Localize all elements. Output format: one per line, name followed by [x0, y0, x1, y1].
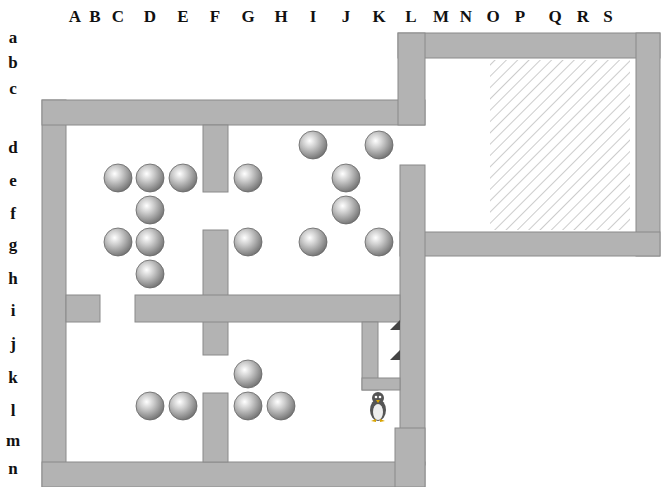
column-label: J	[342, 8, 351, 25]
wall	[400, 232, 660, 256]
wall	[203, 230, 228, 355]
row-label: n	[8, 460, 17, 477]
column-label: L	[405, 8, 416, 25]
boulder	[136, 164, 164, 192]
column-label: S	[603, 8, 612, 25]
row-label: i	[11, 302, 16, 319]
row-label: f	[10, 205, 16, 222]
penguin-belly	[373, 404, 383, 420]
wall	[135, 295, 400, 322]
goal-area	[490, 60, 630, 230]
boulder	[104, 228, 132, 256]
boulder	[136, 260, 164, 288]
column-label: G	[241, 8, 254, 25]
row-label: c	[9, 80, 17, 97]
row-label: d	[8, 139, 17, 156]
one-way-arrow	[390, 350, 400, 360]
boulder	[299, 228, 327, 256]
penguin-eye	[379, 396, 382, 399]
boulder	[104, 164, 132, 192]
boulder	[169, 392, 197, 420]
wall	[42, 100, 425, 125]
column-label: I	[310, 8, 317, 25]
wall	[398, 33, 425, 125]
boulder	[267, 392, 295, 420]
row-label: a	[9, 29, 18, 46]
column-label: R	[577, 8, 589, 25]
row-label: l	[11, 402, 16, 419]
column-label: C	[112, 8, 124, 25]
wall	[362, 378, 400, 390]
boulder	[136, 228, 164, 256]
boulder	[234, 392, 262, 420]
row-label: m	[6, 432, 20, 449]
wall	[398, 33, 660, 58]
boulders	[104, 131, 393, 420]
boulder	[234, 228, 262, 256]
column-label: M	[433, 8, 449, 25]
boulder	[332, 164, 360, 192]
column-label: N	[460, 8, 472, 25]
one-way-markers	[390, 320, 400, 360]
column-label: E	[177, 8, 188, 25]
row-label: j	[10, 335, 16, 352]
boulder	[299, 131, 327, 159]
column-label: K	[372, 8, 385, 25]
wall	[636, 33, 660, 256]
column-label: P	[515, 8, 525, 25]
row-label: h	[8, 270, 17, 287]
boulder	[365, 131, 393, 159]
wall	[42, 100, 66, 487]
boulder	[365, 228, 393, 256]
penguin-head	[372, 392, 384, 404]
penguin-feet	[371, 419, 385, 422]
boulder	[332, 196, 360, 224]
column-label: D	[144, 8, 156, 25]
wall	[395, 428, 425, 487]
row-label: k	[8, 369, 17, 386]
boulder	[169, 164, 197, 192]
column-label: B	[89, 8, 100, 25]
wall	[400, 165, 425, 465]
penguin-player	[370, 392, 386, 422]
walls	[42, 33, 660, 487]
column-label: Q	[548, 8, 561, 25]
wall	[203, 393, 228, 462]
row-label: b	[8, 54, 17, 71]
one-way-arrow	[390, 320, 400, 330]
wall	[42, 462, 425, 487]
column-label: A	[69, 8, 81, 25]
penguin-body	[370, 399, 386, 421]
column-label: F	[210, 8, 220, 25]
boulder	[234, 164, 262, 192]
row-label: g	[9, 236, 18, 253]
penguin-beak	[376, 400, 380, 403]
boulder	[136, 196, 164, 224]
column-label: O	[486, 8, 499, 25]
wall	[203, 125, 228, 192]
boulder	[234, 360, 262, 388]
penguin-eye	[375, 396, 378, 399]
row-label: e	[9, 172, 17, 189]
boulder	[136, 392, 164, 420]
wall	[66, 295, 100, 322]
column-label: H	[274, 8, 287, 25]
